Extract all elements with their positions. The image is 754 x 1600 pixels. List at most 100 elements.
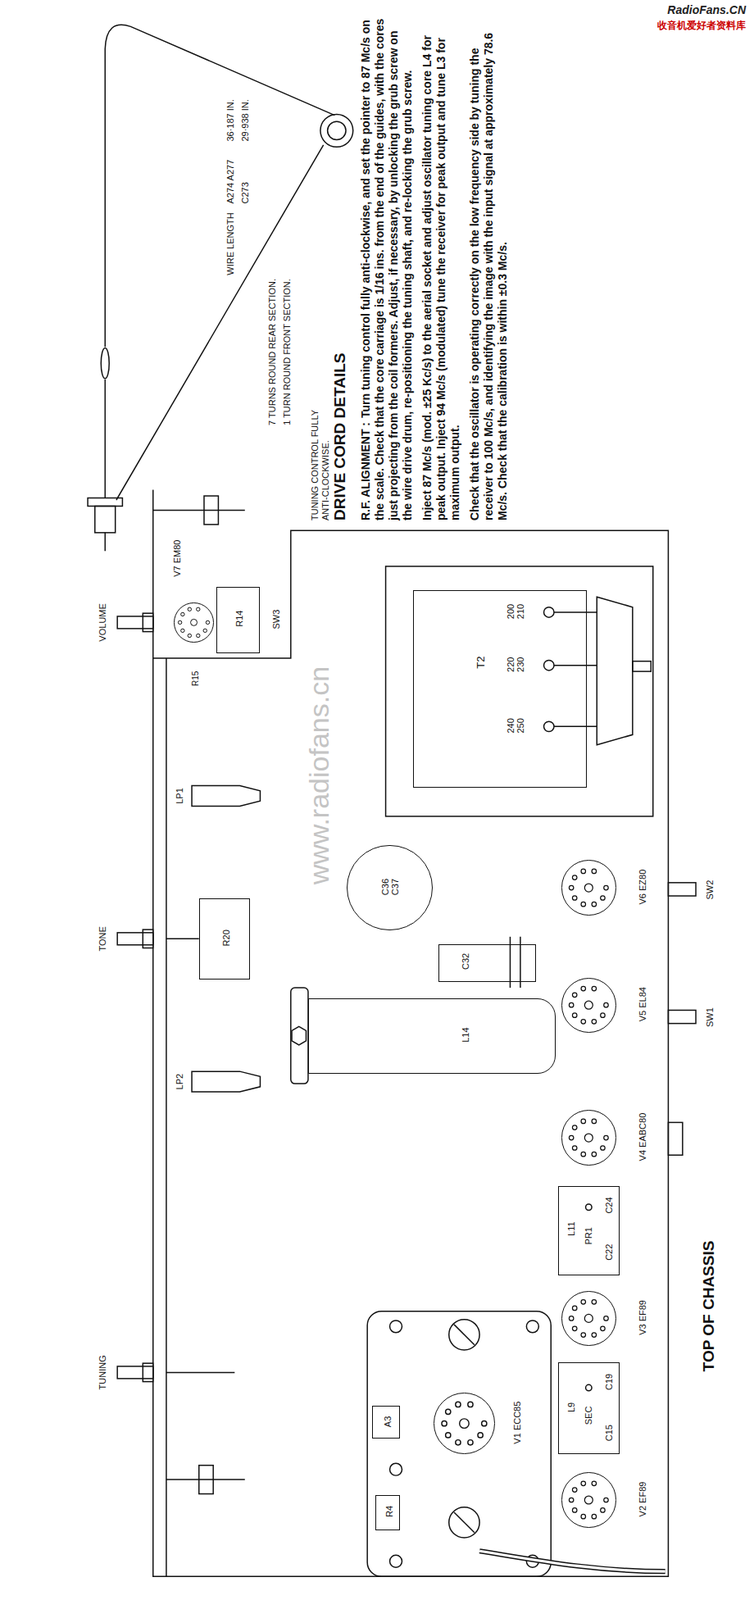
control-shaft	[117, 1366, 154, 1379]
paragraph-heading: R.F. ALIGNMENT :	[358, 422, 373, 521]
component-box: R14	[216, 586, 261, 654]
valve-base: C36 C37	[346, 844, 433, 932]
valve-base: V6 EZ80	[561, 859, 617, 915]
paragraph: Inject 87 Mc/s (mod. ±25 Kc/s) to the ae…	[420, 15, 463, 521]
part-label: A3	[382, 1416, 394, 1427]
switch-knob	[667, 882, 696, 896]
title-holder: TOP OF CHASSIS	[699, 1240, 718, 1372]
text-holder: C36 C37	[379, 876, 402, 898]
header: RadioFans.CN收音机爱好者资料库	[657, 2, 746, 32]
text-holder: C19	[600, 1373, 616, 1390]
label-holder: SW3	[267, 609, 283, 630]
text-holder: 220 230	[504, 654, 527, 675]
drive-cord	[116, 145, 324, 500]
part-label: L9	[566, 1402, 577, 1413]
label-holder: A274 A277	[222, 159, 237, 205]
valve-label: V5 EL84	[637, 986, 649, 1022]
label-holder: 36·187 IN.	[222, 99, 237, 141]
valve-label: V4 EABC80	[637, 1112, 649, 1162]
core-hole	[585, 1384, 592, 1390]
tap-terminal	[544, 721, 555, 732]
screw-slot	[454, 1324, 475, 1345]
lamp-holder	[191, 1071, 260, 1092]
note-label: TUNING	[97, 1354, 109, 1390]
text-holder: R14	[231, 610, 246, 627]
label-holder: SW1	[701, 1007, 717, 1027]
text-holder: R20	[218, 929, 233, 946]
core-hole	[585, 1203, 592, 1210]
cord-pulley	[320, 113, 354, 147]
valve-label: V3 EF89	[637, 1299, 649, 1336]
nut	[291, 1026, 306, 1045]
site-name: RadioFans.CN	[667, 3, 746, 17]
text-holder: 240 250	[504, 715, 527, 736]
text-holder: V6 EZ80	[634, 869, 650, 905]
text-holder: V7 EM80	[168, 540, 184, 577]
tuner-plate	[367, 1311, 551, 1577]
text-holder: 200 210	[504, 601, 527, 622]
shaft-bush	[142, 1362, 153, 1381]
trimmer-screw	[449, 1319, 480, 1350]
note-label: LP2	[174, 1073, 186, 1091]
section-heading: DRIVE CORD DETAILS	[331, 353, 350, 521]
label-holder: DRIVE CORD DETAILS	[331, 353, 350, 521]
part-label: R20	[221, 929, 232, 946]
valve-label: V6 EZ80	[637, 869, 649, 905]
coax-cable	[479, 1550, 666, 1572]
note-label: TUNING CONTROL FULLY ANTI-CLOCKWISE.	[309, 397, 331, 521]
choke-clamp	[290, 987, 309, 1084]
part-label: C36 C37	[379, 876, 400, 898]
valve-base: V1 ECC85	[433, 1392, 496, 1454]
text-holder: R4	[381, 1505, 396, 1518]
drive-cord	[104, 379, 105, 498]
text-holder: SEC	[580, 1406, 596, 1426]
drawing-title: TOP OF CHASSIS	[699, 1240, 718, 1372]
paragraph: Check that the oscillator is operating c…	[467, 15, 510, 521]
paragraph-text: Check that the oscillator is operating c…	[467, 32, 509, 521]
text-holder: V1 ECC85	[508, 1401, 524, 1445]
text-holder: C24	[600, 1196, 616, 1213]
fixing-hole	[390, 1554, 403, 1568]
note-label: C273	[240, 181, 251, 204]
text-holder: L14	[457, 1026, 473, 1042]
cord-pulley	[327, 121, 346, 140]
fixing-hole	[390, 1320, 403, 1333]
text-holder: PR1	[580, 1226, 596, 1245]
screw-slot	[454, 1512, 475, 1533]
valve-pins	[568, 868, 609, 907]
valve-base: V7 EM80	[173, 602, 215, 644]
label-holder: 29·938 IN.	[236, 99, 252, 141]
text-holder: T2	[472, 656, 488, 669]
part-label: C22	[604, 1244, 615, 1261]
valve-base: V3 EF89	[561, 1290, 617, 1346]
component-box: L14	[308, 998, 557, 1074]
text-holder: C15	[600, 1424, 616, 1441]
shaft-bush	[142, 929, 153, 948]
front-panel	[165, 658, 167, 1577]
tap-lead	[554, 726, 597, 727]
drive-drum	[95, 505, 116, 532]
note-label: 36·187 IN.	[225, 99, 237, 141]
part-label: 220 230	[504, 654, 526, 675]
label-holder: WIRE LENGTH	[222, 212, 237, 275]
text-holder: V5 EL84	[634, 986, 650, 1022]
tap-lead	[554, 664, 597, 666]
valve-base: V4 EABC80	[561, 1109, 617, 1165]
pulley	[199, 1465, 214, 1495]
label-holder: 1 TURN ROUND FRONT SECTION.	[278, 278, 294, 426]
component-box: R20	[199, 898, 250, 981]
paragraph-text: Inject 87 Mc/s (mod. ±25 Kc/s) to the ae…	[420, 35, 462, 521]
valve-pins	[568, 1299, 609, 1338]
watermark: www.radiofans.cn	[303, 666, 336, 885]
part-label: C19	[604, 1373, 615, 1390]
label-holder: TUNING CONTROL FULLY ANTI-CLOCKWISE.	[309, 397, 332, 521]
part-label: R4	[384, 1505, 396, 1518]
part-label: T2	[475, 656, 488, 669]
valve-base: V2 EF89	[561, 1471, 617, 1527]
label-holder: R15	[186, 671, 202, 686]
text-holder: C32	[457, 953, 473, 970]
fixing-hole	[390, 1462, 403, 1476]
note-label: SW2	[704, 880, 716, 900]
selector-shaft	[632, 661, 651, 672]
